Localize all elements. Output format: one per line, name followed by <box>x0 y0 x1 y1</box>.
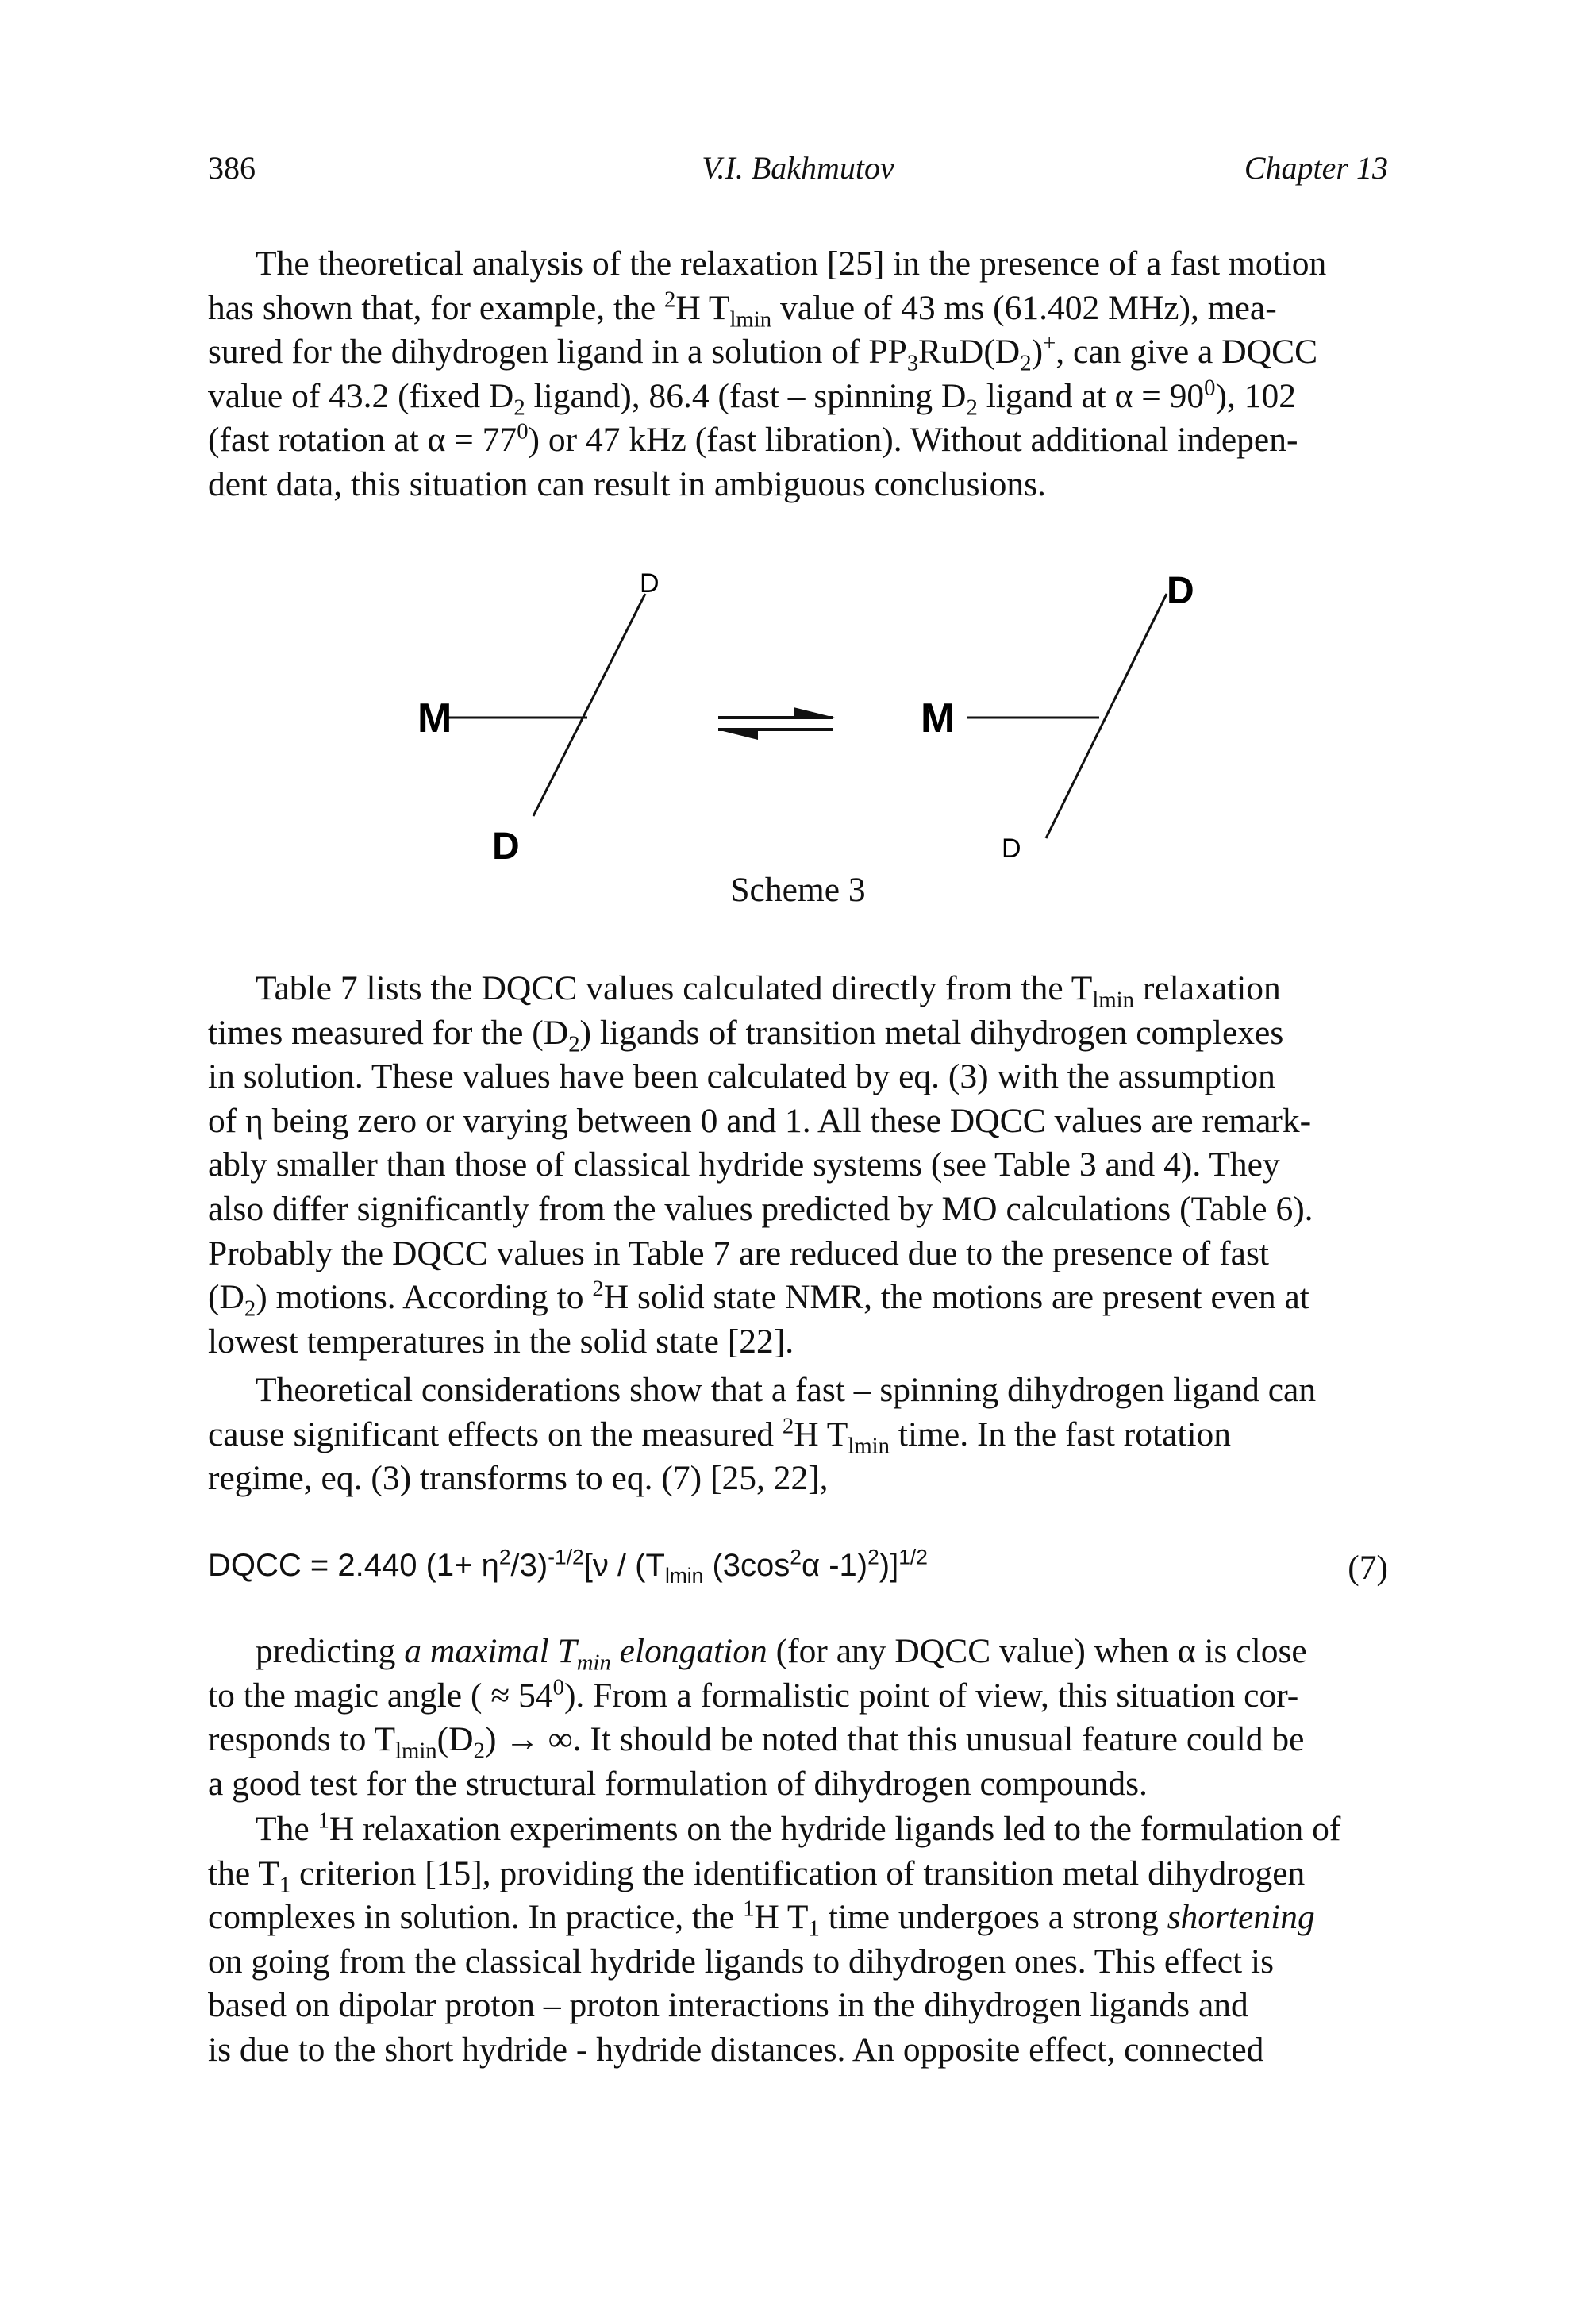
text-line: Probably the DQCC values in Table 7 are … <box>208 1234 1269 1272</box>
running-chapter: Chapter 13 <box>1244 150 1388 186</box>
running-header: 386 V.I. Bakhmutov Chapter 13 <box>208 149 1388 189</box>
text-line: The theoretical analysis of the relaxati… <box>256 244 1327 283</box>
text-line: has shown that, for example, the 2H Tlmi… <box>208 287 1277 333</box>
text-line: value of 43.2 (fixed D2 ligand), 86.4 (f… <box>208 375 1297 421</box>
text-line: sured for the dihydrogen ligand in a sol… <box>208 330 1318 376</box>
text-line: is due to the short hydride - hydride di… <box>208 2030 1264 2069</box>
metal-label: M <box>921 695 955 741</box>
right-molecule: M D D <box>921 570 1194 864</box>
text-line: on going from the classical hydride liga… <box>208 1942 1274 1981</box>
left-molecule: M D D <box>417 568 660 868</box>
text-line: times measured for the (D2) ligands of t… <box>208 1013 1284 1057</box>
text-line: complexes in solution. In practice, the … <box>208 1896 1315 1942</box>
text-line: to the magic angle ( ≈ 540). From a form… <box>208 1674 1299 1715</box>
deuterium-label-bottom: D <box>1002 834 1021 864</box>
text-line: (fast rotation at α = 770) or 47 kHz (fa… <box>208 418 1298 460</box>
paragraph-4: predicting a maximal Tmin elongation (fo… <box>208 1630 1388 1806</box>
text-line: predicting a maximal Tmin elongation (fo… <box>256 1632 1307 1676</box>
text-line: of η being zero or varying between 0 and… <box>208 1101 1312 1140</box>
scheme-caption: Scheme 3 <box>730 871 866 909</box>
text-line: (D2) motions. According to 2H solid stat… <box>208 1276 1309 1322</box>
deuterium-label-top: D <box>640 568 660 599</box>
equation-7: DQCC = 2.440 (1+ η2/3)-1/2[ν / (Tlmin (3… <box>208 1545 1388 1596</box>
text-line: lowest temperatures in the solid state [… <box>208 1322 794 1361</box>
equation-body: DQCC = 2.440 (1+ η2/3)-1/2[ν / (Tlmin (3… <box>208 1545 928 1588</box>
text-line: based on dipolar proton – proton interac… <box>208 1986 1248 2025</box>
text-line: cause significant effects on the measure… <box>208 1413 1232 1459</box>
d2-ligand-line <box>532 593 647 817</box>
metal-label: M <box>417 695 452 741</box>
deuterium-label-top: D <box>1167 570 1194 612</box>
text-line: also differ significantly from the value… <box>208 1189 1313 1228</box>
paragraph-2: Table 7 lists the DQCC values calculated… <box>208 967 1388 1364</box>
forward-arrow-head <box>794 707 835 718</box>
equation-number: (7) <box>1348 1549 1388 1587</box>
running-author: V.I. Bakhmutov <box>702 150 894 186</box>
d2-ligand-line <box>1044 593 1168 839</box>
text-line: a good test for the structural formulati… <box>208 1764 1148 1803</box>
text-line: The 1H relaxation experiments on the hyd… <box>256 1808 1341 1848</box>
paragraph-1: The theoretical analysis of the relaxati… <box>208 242 1388 507</box>
equilibrium-arrows <box>717 707 835 740</box>
text-line: the T1 criterion [15], providing the ide… <box>208 1854 1306 1898</box>
reverse-arrow-head <box>717 730 758 740</box>
text-line: ably smaller than those of classical hyd… <box>208 1145 1280 1184</box>
text-line: responds to Tlmin(D2) → ∞. It should be … <box>208 1720 1305 1764</box>
text-line: Table 7 lists the DQCC values calculated… <box>256 969 1281 1013</box>
page-number: 386 <box>208 150 256 186</box>
text-line: regime, eq. (3) transforms to eq. (7) [2… <box>208 1459 829 1498</box>
text-line: in solution. These values have been calc… <box>208 1057 1275 1096</box>
paragraph-5: The 1H relaxation experiments on the hyd… <box>208 1808 1388 2073</box>
deuterium-label-bottom: D <box>492 826 520 868</box>
text-line: dent data, this situation can result in … <box>208 464 1046 503</box>
paragraph-3: Theoretical considerations show that a f… <box>208 1369 1388 1501</box>
text-line: Theoretical considerations show that a f… <box>256 1371 1317 1409</box>
